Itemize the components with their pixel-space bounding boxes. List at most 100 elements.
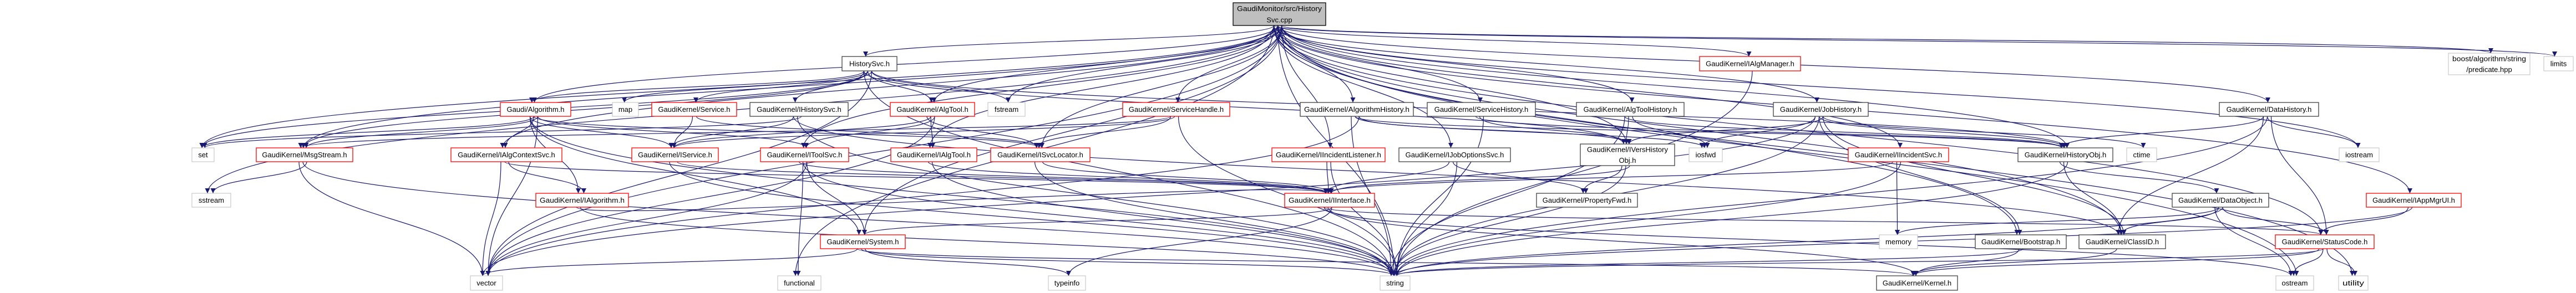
edge-IIncidentSvc-to-memory <box>1894 161 1900 235</box>
node-label: GaudiKernel/IAlgContextSvc.h <box>458 151 555 159</box>
node-box <box>1688 147 1723 162</box>
edge-root-to-ServiceHandle <box>1175 25 1282 103</box>
node-box <box>1271 147 1386 162</box>
edge-IHistorySvc-to-ClassID <box>793 116 2121 235</box>
edge-IInterface-to-typeinfo <box>1066 207 1332 276</box>
node-label: GaudiKernel/MsgStream.h <box>262 151 347 159</box>
edge-Algorithm-to-IToolSvc <box>537 116 809 148</box>
node-IAlgTool[interactable]: GaudiKernel/IAlgTool.h <box>890 147 977 162</box>
edge-root-to-iostream <box>1277 25 2361 148</box>
edge-IAlgTool-to-IInterface <box>927 161 1328 194</box>
nodes-layer: GaudiMonitor/src/HistorySvc.cppHistorySv… <box>191 2 2574 291</box>
node-label: GaudiKernel/ServiceHistory.h <box>1434 105 1529 114</box>
edge-JobHistory-to-iosfwd <box>1699 116 1816 148</box>
node-AlgTool[interactable]: GaudiKernel/AlgTool.h <box>890 102 975 117</box>
edge-HistorySvc-to-AlgTool <box>867 70 934 103</box>
node-IAlgorithm[interactable]: GaudiKernel/IAlgorithm.h <box>535 193 629 208</box>
edge-root-to-boost <box>1281 25 2493 54</box>
node-IJobOptionsSvc[interactable]: GaudiKernel/IJobOptionsSvc.h <box>1398 147 1511 162</box>
node-box <box>2172 193 2269 208</box>
node-root[interactable]: GaudiMonitor/src/HistorySvc.cpp <box>1233 2 1326 26</box>
node-label: GaudiKernel/IIncidentSvc.h <box>1855 151 1943 159</box>
node-Service[interactable]: GaudiKernel/Service.h <box>651 102 737 117</box>
node-box <box>2275 275 2314 291</box>
edge-IToolSvc-to-System <box>806 161 867 235</box>
node-IAppMgrUI[interactable]: GaudiKernel/IAppMgrUI.h <box>2366 193 2462 208</box>
edge-HistorySvc-to-Service <box>693 70 873 103</box>
node-IIncidentSvc[interactable]: GaudiKernel/IIncidentSvc.h <box>1848 147 1949 162</box>
node-MsgStream[interactable]: GaudiKernel/MsgStream.h <box>256 147 353 162</box>
node-IHistorySvc[interactable]: GaudiKernel/IHistorySvc.h <box>749 102 849 117</box>
node-ServiceHistory[interactable]: GaudiKernel/ServiceHistory.h <box>1427 102 1536 117</box>
node-label: vector <box>476 279 496 287</box>
node-Bootstrap[interactable]: GaudiKernel/Bootstrap.h <box>1975 234 2067 249</box>
edge-root-to-sstream <box>205 25 1275 194</box>
edge-ServiceHandle-to-MsgStream <box>298 116 1172 148</box>
node-DataHistory[interactable]: GaudiKernel/DataHistory.h <box>2219 102 2319 117</box>
node-IAlgManager[interactable]: GaudiKernel/IAlgManager.h <box>1699 56 1801 71</box>
node-label: iostream <box>2345 151 2373 159</box>
node-box <box>500 102 571 117</box>
node-box <box>890 102 975 117</box>
node-AlgToolHistory[interactable]: GaudiKernel/AlgToolHistory.h <box>1576 102 1685 117</box>
node-Algorithm[interactable]: Gaudi/Algorithm.h <box>500 102 571 117</box>
node-IIncidentListener[interactable]: GaudiKernel/IIncidentListener.h <box>1271 147 1386 162</box>
node-label: ostream <box>2282 279 2308 287</box>
edge-DataHistory-to-iostream <box>2266 116 2361 148</box>
edge-StatusCode-to-Kernel <box>1910 248 2320 276</box>
node-IAlgContextSvc[interactable]: GaudiKernel/IAlgContextSvc.h <box>450 147 562 162</box>
node-ClassID[interactable]: GaudiKernel/ClassID.h <box>2078 234 2166 249</box>
node-label: GaudiKernel/ClassID.h <box>2086 238 2159 246</box>
node-ServiceHandle[interactable]: GaudiKernel/ServiceHandle.h <box>1122 102 1230 117</box>
node-box <box>1879 234 1918 249</box>
node-HistoryObj[interactable]: GaudiKernel/HistoryObj.h <box>2017 147 2113 162</box>
edge-IHistorySvc-to-string <box>797 116 1397 276</box>
node-PropertyFwd[interactable]: GaudiKernel/PropertyFwd.h <box>1536 193 1638 208</box>
edge-root-to-ostream <box>1281 25 2299 276</box>
node-StatusCode[interactable]: GaudiKernel/StatusCode.h <box>2275 234 2375 249</box>
node-label: memory <box>1885 238 1911 246</box>
edge-root-to-ServiceHistory <box>1277 25 1483 103</box>
edge-DataHistory-to-string <box>1391 116 2268 276</box>
edge-root-to-limits <box>1273 25 2557 57</box>
edge-ISvcLocator-to-IInterface <box>1042 161 1334 194</box>
node-label: GaudiKernel/IHistorySvc.h <box>757 105 841 114</box>
edge-MsgStream-to-vector <box>298 161 485 276</box>
edge-AlgorithmHistory-to-IVersHistoryObj <box>1358 116 1632 145</box>
edge-Algorithm-to-string <box>529 116 1394 276</box>
edge-root-to-HistoryObj <box>1281 25 2070 148</box>
node-label: GaudiKernel/AlgTool.h <box>896 105 968 114</box>
edge-ServiceHandle-to-IService <box>671 116 1175 148</box>
edge-Algorithm-to-ISvcLocator <box>533 116 1042 148</box>
edge-ServiceHistory-to-HistoryObj <box>1475 116 2064 148</box>
node-label: typeinfo <box>1054 279 1080 287</box>
node-vector: vector <box>470 275 503 291</box>
node-DataObject[interactable]: GaudiKernel/DataObject.h <box>2172 193 2269 208</box>
node-IToolSvc[interactable]: GaudiKernel/IToolSvc.h <box>760 147 849 162</box>
node-box <box>450 147 562 162</box>
node-System[interactable]: GaudiKernel/System.h <box>820 234 906 249</box>
node-label: GaudiKernel/IAlgorithm.h <box>540 196 625 204</box>
edge-AlgToolHistory-to-IVersHistoryObj <box>1624 116 1629 145</box>
node-functional: functional <box>777 275 822 291</box>
edge-DataObject-to-ostream <box>2214 207 2294 276</box>
edge-JobHistory-to-Bootstrap <box>1818 116 2022 235</box>
edge-DataObject-to-string <box>1394 207 2223 276</box>
node-label: GaudiKernel/ServiceHandle.h <box>1129 105 1224 114</box>
edge-root-to-ISvcLocator <box>1039 25 1282 148</box>
node-label: string <box>1386 279 1404 287</box>
node-box <box>2366 193 2462 208</box>
node-IInterface[interactable]: GaudiKernel/IInterface.h <box>1284 193 1375 208</box>
edge-IJobOptionsSvc-to-PropertyFwd <box>1452 161 1589 194</box>
node-label: GaudiKernel/Bootstrap.h <box>1981 238 2060 246</box>
node-JobHistory[interactable]: GaudiKernel/JobHistory.h <box>1773 102 1869 117</box>
edge-JobHistory-to-ctime <box>1822 116 2146 148</box>
edge-Algorithm-to-vector <box>485 116 539 276</box>
node-label: map <box>618 105 632 114</box>
node-AlgorithmHistory[interactable]: GaudiKernel/AlgorithmHistory.h <box>1300 102 1414 117</box>
node-HistorySvc[interactable]: HistorySvc.h <box>841 56 897 71</box>
node-IService[interactable]: GaudiKernel/IService.h <box>631 147 719 162</box>
node-ISvcLocator[interactable]: GaudiKernel/ISvcLocator.h <box>990 147 1091 162</box>
node-Kernel[interactable]: GaudiKernel/Kernel.h <box>1876 275 1958 291</box>
